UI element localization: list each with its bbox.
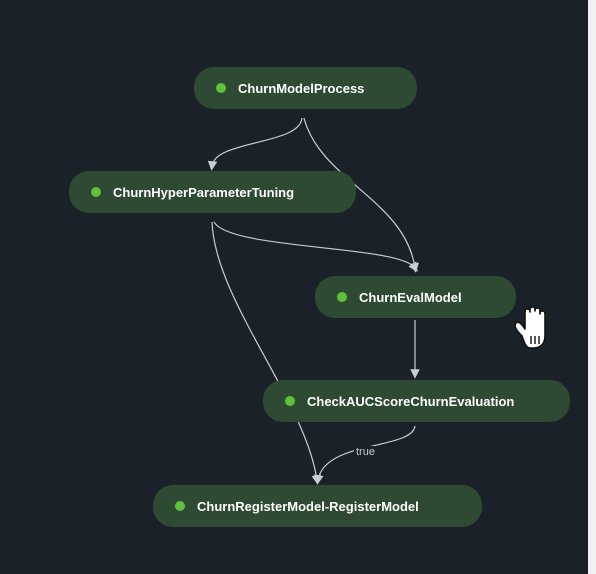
status-success-icon	[175, 501, 185, 511]
hand-cursor-icon	[514, 306, 546, 349]
node-check-auc-score-churn-evaluation[interactable]: CheckAUCScoreChurnEvaluation	[263, 380, 570, 422]
status-success-icon	[337, 292, 347, 302]
node-churn-hyper-parameter-tuning[interactable]: ChurnHyperParameterTuning	[69, 171, 356, 213]
node-churn-eval-model[interactable]: ChurnEvalModel	[315, 276, 516, 318]
edge-tuning-to-eval	[213, 221, 418, 273]
edge-tuning-to-register	[211, 221, 322, 485]
status-success-icon	[285, 396, 295, 406]
node-label: ChurnRegisterModel-RegisterModel	[197, 498, 419, 514]
status-success-icon	[216, 83, 226, 93]
edge-label-true: true	[354, 446, 377, 458]
node-label: ChurnHyperParameterTuning	[113, 184, 295, 200]
node-label: CheckAUCScoreChurnEvaluation	[307, 393, 515, 409]
window-edge	[588, 0, 596, 574]
node-label: ChurnEvalModel	[359, 289, 462, 305]
edge-process-to-eval	[303, 117, 420, 273]
node-churn-model-process[interactable]: ChurnModelProcess	[194, 67, 417, 109]
node-churn-register-model[interactable]: ChurnRegisterModel-RegisterModel	[153, 485, 482, 527]
edge-process-to-tuning	[207, 117, 303, 171]
status-success-icon	[91, 187, 101, 197]
node-label: ChurnModelProcess	[238, 80, 365, 96]
